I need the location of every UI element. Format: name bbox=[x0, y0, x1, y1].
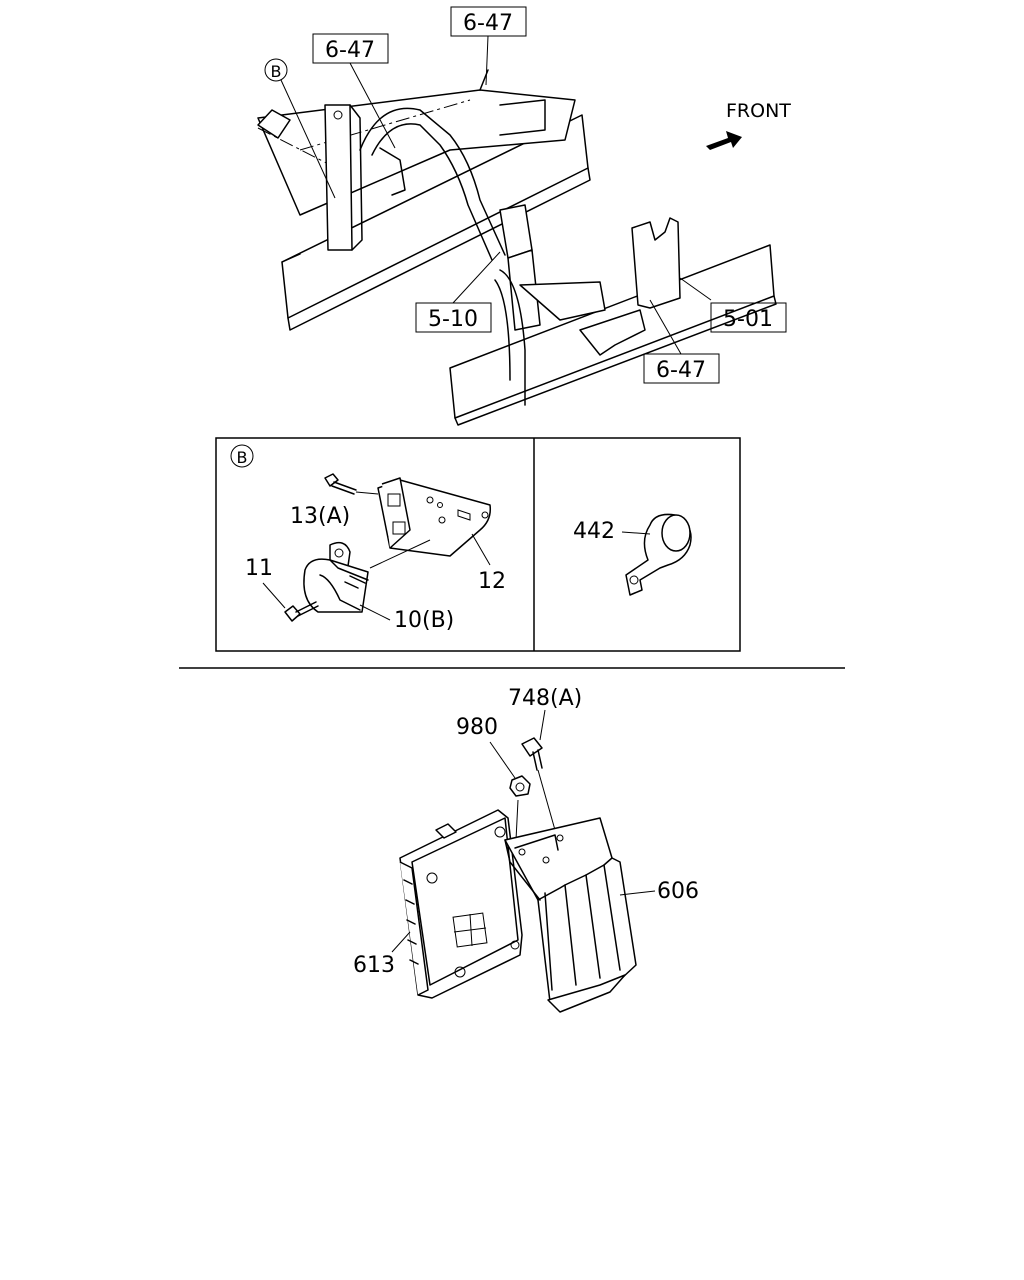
detail-clamp-panel: 442 bbox=[573, 513, 692, 596]
detail-b-panel: B 13(A) 12 bbox=[230, 444, 506, 633]
ref-box-upper-left: 6-47 bbox=[312, 33, 396, 149]
bracket-606 bbox=[504, 817, 637, 1013]
right-bracket-plate bbox=[579, 217, 681, 356]
ref-box-lower: 6-47 bbox=[643, 299, 720, 384]
bolt-748a bbox=[521, 737, 556, 831]
svg-text:6-47: 6-47 bbox=[325, 38, 375, 63]
label-bolt-748a: 748(A) bbox=[508, 686, 582, 711]
detail-frame bbox=[215, 437, 741, 652]
ref-box-center: 5-10 bbox=[415, 251, 501, 333]
vertical-bracket-left bbox=[324, 104, 363, 251]
front-indicator: FRONT bbox=[706, 100, 791, 150]
svg-text:5-10: 5-10 bbox=[428, 307, 478, 332]
ref-box-right: 5-01 bbox=[679, 277, 787, 333]
label-ecu-613: 613 bbox=[353, 953, 395, 978]
ecu-613 bbox=[399, 809, 523, 999]
svg-text:5-01: 5-01 bbox=[723, 307, 773, 332]
label-bracket-606: 606 bbox=[657, 879, 699, 904]
clamp-442 bbox=[625, 513, 692, 596]
frame-assembly-view bbox=[257, 69, 777, 426]
detail-b-marker: B bbox=[237, 448, 248, 467]
chassis-rail-left bbox=[281, 114, 591, 331]
label-bracket-12: 12 bbox=[478, 569, 506, 594]
wiring-harness bbox=[359, 107, 506, 261]
label-nut-980: 980 bbox=[456, 715, 498, 740]
ref-box-upper-right: 6-47 bbox=[450, 6, 527, 86]
front-arrow-icon bbox=[706, 131, 742, 150]
rear-bracket-tab bbox=[257, 109, 291, 139]
svg-text:6-47: 6-47 bbox=[463, 11, 513, 36]
bracket-12 bbox=[369, 477, 492, 569]
label-screw-11: 11 bbox=[245, 556, 273, 581]
bolt-13a bbox=[324, 473, 379, 495]
clip-10b bbox=[303, 541, 369, 613]
control-module-view: 748(A) 980 613 bbox=[353, 686, 699, 1013]
svg-text:6-47: 6-47 bbox=[656, 358, 706, 383]
nut-980 bbox=[509, 775, 531, 841]
screw-11 bbox=[284, 601, 319, 622]
front-label: FRONT bbox=[726, 100, 791, 122]
label-bolt-13a: 13(A) bbox=[290, 504, 350, 529]
detail-b-marker-top: B bbox=[264, 58, 336, 199]
detail-b-marker-letter: B bbox=[271, 62, 282, 81]
label-clamp-442: 442 bbox=[573, 519, 615, 544]
center-bracket bbox=[494, 204, 606, 406]
label-clip-10b: 10(B) bbox=[394, 608, 454, 633]
